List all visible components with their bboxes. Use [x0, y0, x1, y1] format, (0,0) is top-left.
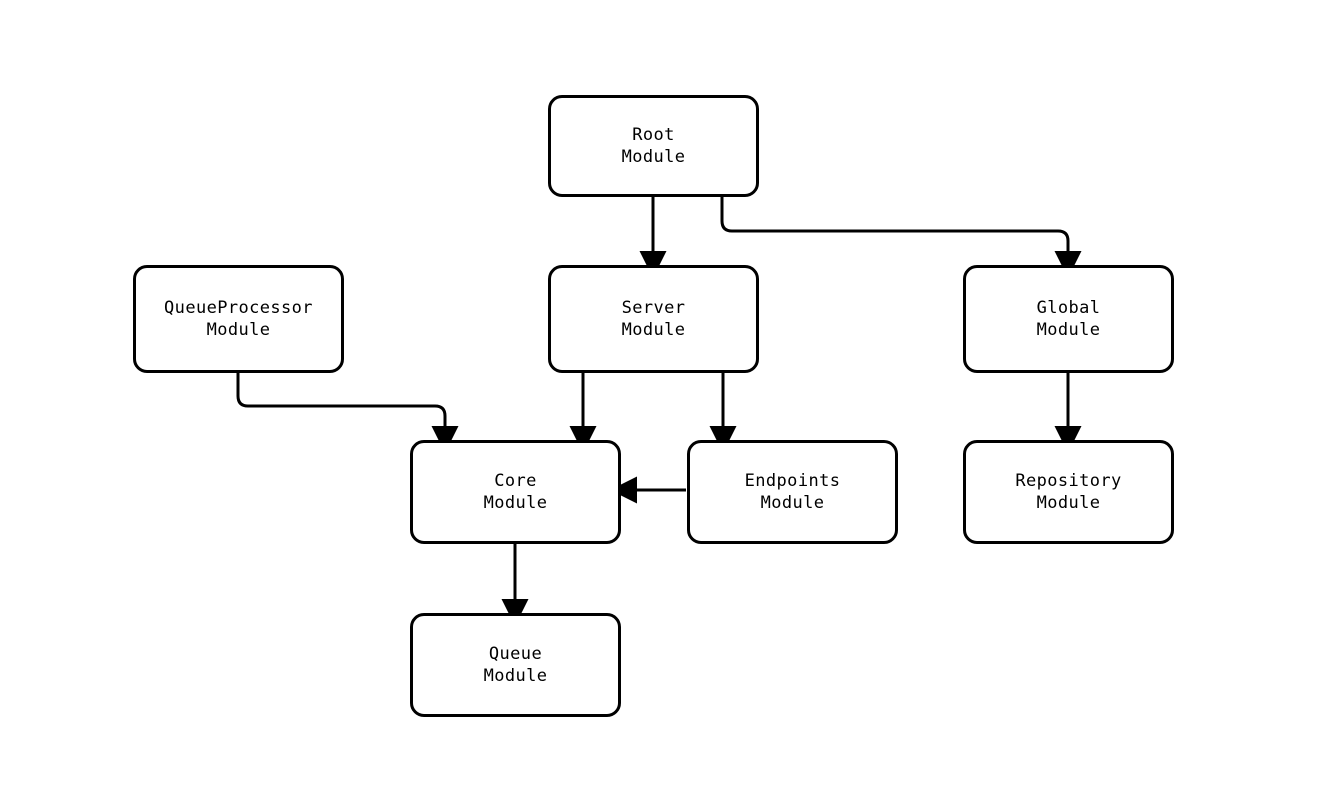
node-queueprocessor-module-label: QueueProcessor Module [164, 298, 313, 340]
node-server-module-label: Server Module [621, 298, 686, 340]
edges-group [236, 197, 1082, 626]
node-repository-module-label: Repository Module [1015, 471, 1122, 513]
node-core-module-label: Core Module [483, 471, 548, 513]
node-repository-module[interactable]: Repository Module [963, 440, 1174, 544]
node-queueprocessor-module[interactable]: QueueProcessor Module [133, 265, 344, 373]
edge-root-global [720, 197, 1082, 278]
edge-queueprocessor-core [236, 373, 459, 453]
node-core-module[interactable]: Core Module [410, 440, 621, 544]
node-root-module[interactable]: Root Module [548, 95, 759, 197]
node-endpoints-module-label: Endpoints Module [744, 471, 841, 513]
node-global-module[interactable]: Global Module [963, 265, 1174, 373]
node-server-module[interactable]: Server Module [548, 265, 759, 373]
node-global-module-label: Global Module [1036, 298, 1101, 340]
node-endpoints-module[interactable]: Endpoints Module [687, 440, 898, 544]
node-queue-module-label: Queue Module [483, 644, 548, 686]
node-queue-module[interactable]: Queue Module [410, 613, 621, 717]
node-root-module-label: Root Module [621, 125, 686, 167]
